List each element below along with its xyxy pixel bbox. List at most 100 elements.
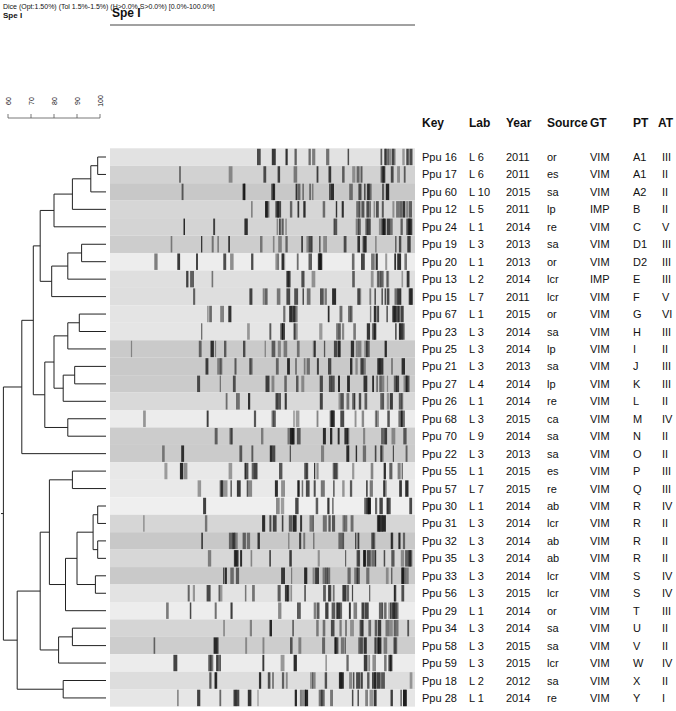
gel-band xyxy=(387,411,390,427)
gel-band xyxy=(337,463,338,479)
gel-band xyxy=(403,690,407,706)
gel-band xyxy=(364,550,365,566)
gel-band xyxy=(365,393,368,409)
gel-band xyxy=(301,690,305,706)
genotype-cell: VIM xyxy=(590,431,610,442)
gel-band xyxy=(231,480,232,496)
gel-band xyxy=(214,637,218,653)
column-header: Lab xyxy=(469,117,490,129)
gel-lane xyxy=(110,567,415,584)
gel-band xyxy=(339,393,341,409)
gel-band xyxy=(387,271,389,287)
year-cell: 2015 xyxy=(506,186,530,197)
lab-code-cell: L 3 xyxy=(469,413,484,424)
gel-band xyxy=(209,306,212,322)
gel-band xyxy=(359,393,361,409)
gel-band xyxy=(405,480,408,496)
gel-band xyxy=(371,463,374,479)
dendrogram-branch xyxy=(49,479,72,480)
antibiotype-cell: I xyxy=(662,692,665,703)
title-rule xyxy=(110,25,415,26)
antibiotype-cell: II xyxy=(662,343,668,354)
pulsotype-cell: L xyxy=(633,396,639,407)
dendrogram-branch xyxy=(40,210,54,211)
year-cell: 2014 xyxy=(506,343,530,354)
gel-band xyxy=(285,219,286,235)
gel-band xyxy=(301,236,303,252)
pulsotype-cell: F xyxy=(633,291,640,302)
gel-band xyxy=(198,480,202,496)
genotype-cell: VIM xyxy=(590,378,610,389)
gel-band xyxy=(231,602,233,618)
gel-band xyxy=(394,253,396,269)
dendrogram-branch xyxy=(91,191,106,192)
gel-band xyxy=(317,166,319,182)
gel-band xyxy=(391,568,392,584)
gel-band xyxy=(333,463,335,479)
gel-band xyxy=(278,341,281,357)
gel-band xyxy=(334,219,337,235)
gel-band xyxy=(377,515,380,531)
gel-band xyxy=(260,236,263,252)
genotype-cell: VIM xyxy=(590,396,610,407)
gel-band xyxy=(389,463,392,479)
gel-band xyxy=(386,184,389,200)
pulsotype-cell: R xyxy=(633,501,641,512)
gel-band xyxy=(265,288,268,304)
gel-band xyxy=(348,568,351,584)
antibiotype-cell: II xyxy=(662,518,668,529)
gel-band xyxy=(301,271,304,287)
pulsotype-cell: Q xyxy=(633,483,642,494)
gel-lane xyxy=(110,183,415,200)
gel-band xyxy=(374,306,377,322)
gel-band xyxy=(197,376,200,392)
genotype-cell: VIM xyxy=(590,343,610,354)
gel-band xyxy=(294,323,298,339)
source-cell: or xyxy=(547,309,557,320)
gel-band xyxy=(269,323,271,339)
lab-code-cell: L 3 xyxy=(469,343,484,354)
gel-band xyxy=(399,323,400,339)
gel-band xyxy=(312,184,314,200)
gel-band xyxy=(303,201,305,217)
gel-lane xyxy=(110,305,415,322)
gel-band xyxy=(186,271,188,287)
antibiotype-cell: II xyxy=(662,623,668,634)
gel-band xyxy=(208,550,211,566)
gel-band xyxy=(293,515,297,531)
gel-band xyxy=(404,253,407,269)
gel-band xyxy=(309,149,311,165)
dendrogram-branch xyxy=(33,245,40,246)
lab-code-cell: L 1 xyxy=(469,692,484,703)
gel-lane xyxy=(110,550,415,567)
gel-band xyxy=(305,568,307,584)
gel-lane xyxy=(110,375,415,392)
gel-band xyxy=(329,184,331,200)
antibiotype-cell: III xyxy=(662,256,671,267)
pulsotype-cell: M xyxy=(633,413,642,424)
gel-band xyxy=(274,149,276,165)
source-cell: sa xyxy=(547,675,559,686)
dendrogram-branch xyxy=(98,523,106,524)
isolate-key-cell: Ppu 25 xyxy=(422,343,457,354)
gel-band xyxy=(180,463,183,479)
isolate-key-cell: Ppu 56 xyxy=(422,588,457,599)
gel-band xyxy=(394,585,396,601)
gel-band xyxy=(282,253,285,269)
gel-lane xyxy=(110,515,415,532)
gel-band xyxy=(215,672,216,688)
gel-band xyxy=(390,393,393,409)
gel-band xyxy=(358,184,361,200)
gel-band xyxy=(237,480,241,496)
pulsotype-cell: R xyxy=(633,553,641,564)
gel-band xyxy=(236,550,239,566)
dendrogram-branch xyxy=(98,174,106,175)
gel-band xyxy=(207,585,211,601)
gel-band xyxy=(327,568,330,584)
gel-band xyxy=(371,271,374,287)
gel-band xyxy=(401,411,405,427)
gel-band xyxy=(312,271,316,287)
gel-band xyxy=(339,620,341,636)
dendrogram-branch xyxy=(63,401,106,402)
gel-band xyxy=(345,637,346,653)
